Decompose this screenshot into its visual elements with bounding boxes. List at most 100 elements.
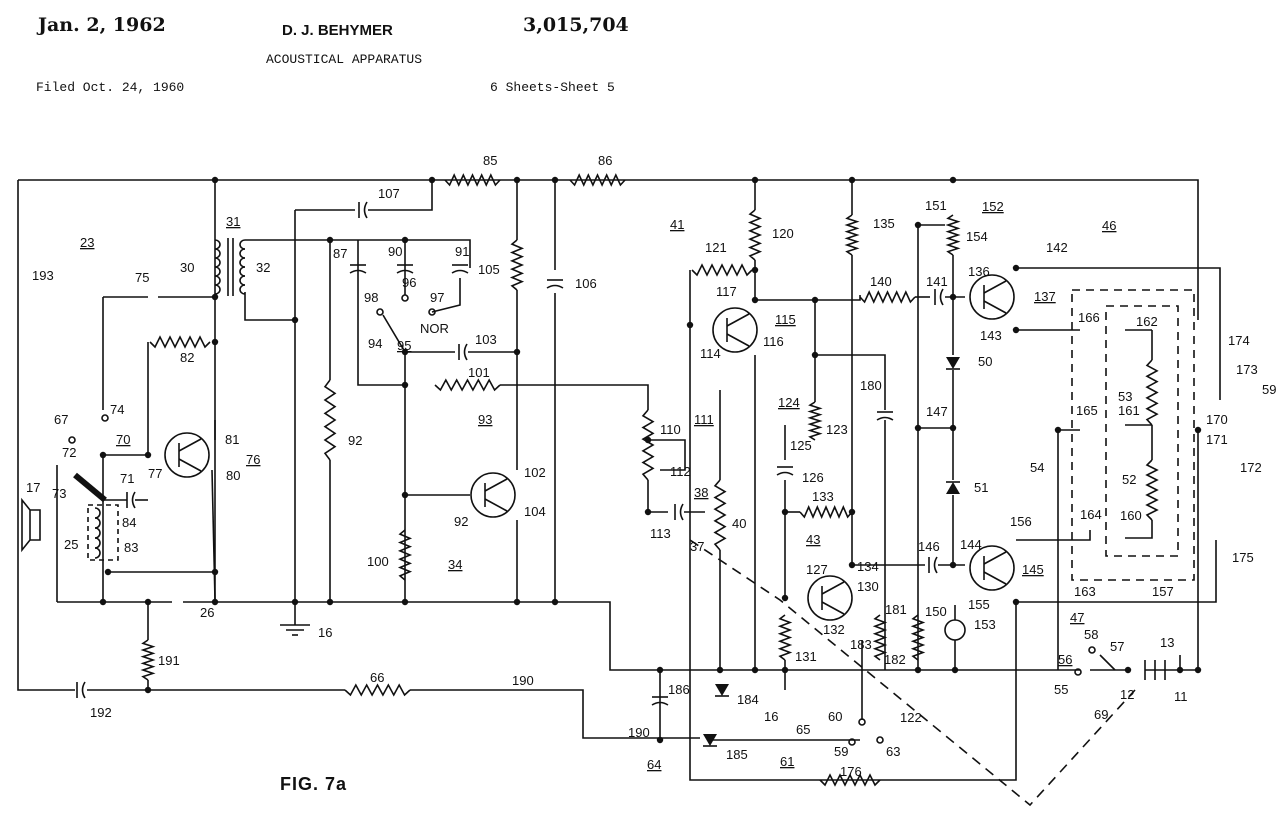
capacitor-plate	[939, 288, 944, 306]
wire	[647, 480, 668, 513]
reference-label-101: 101	[468, 365, 490, 380]
resistor	[777, 614, 793, 661]
reference-label-38: 38	[694, 485, 708, 500]
reference-label-103: 103	[475, 332, 497, 347]
wire	[755, 295, 861, 301]
resistor	[140, 639, 156, 681]
junction-dot	[848, 508, 856, 516]
reference-label-176: 176	[840, 764, 862, 779]
reference-label-171: 171	[1206, 432, 1228, 447]
reference-label-59: 59	[834, 744, 848, 759]
reference-label-121: 121	[705, 240, 727, 255]
reference-label-57: 57	[1110, 639, 1124, 654]
reference-label-114: 114	[700, 346, 721, 361]
reference-label-67: 67	[54, 412, 68, 427]
junction-dot	[326, 236, 334, 244]
resistor	[434, 378, 501, 392]
transistor-collector	[484, 478, 508, 492]
patent-number: 3,015,704	[523, 14, 629, 36]
reference-label-70: 70	[116, 432, 130, 447]
junction-dot	[811, 296, 819, 304]
junction-dot	[551, 598, 559, 606]
junction-dot	[781, 666, 789, 674]
wire	[1016, 530, 1091, 541]
reference-label-69: 69	[1094, 707, 1108, 722]
junction-dot	[211, 598, 219, 606]
wire	[18, 179, 1199, 320]
reference-label-190: 190	[628, 725, 650, 740]
junction-dot	[914, 424, 922, 432]
junction-dot	[211, 568, 219, 576]
reference-label-80: 80	[226, 468, 240, 483]
reference-label-117: 117	[716, 284, 737, 299]
switch-terminal	[1088, 646, 1096, 654]
resistor	[569, 173, 626, 187]
reference-label-98: 98	[364, 290, 378, 305]
diode	[946, 357, 960, 369]
transistor-collector	[726, 313, 750, 327]
junction-dot	[211, 293, 219, 301]
reference-label-77: 77	[148, 466, 162, 481]
coil-winding	[94, 537, 101, 549]
wire	[689, 325, 1017, 781]
reference-label-113: 113	[650, 526, 671, 541]
reference-label-111: 111	[694, 412, 714, 427]
junction-dot	[401, 236, 409, 244]
reference-label-102: 102	[524, 465, 546, 480]
reference-label-32: 32	[256, 260, 270, 275]
reference-label-191: 191	[158, 653, 180, 668]
junction-dot	[513, 348, 521, 356]
reference-label-63: 63	[886, 744, 900, 759]
resistor	[1145, 359, 1159, 426]
reference-label-144: 144	[960, 537, 982, 552]
reference-label-190: 190	[512, 673, 534, 688]
lamp-symbol	[944, 619, 966, 641]
junction-dot	[1054, 426, 1062, 434]
junction-dot	[291, 598, 299, 606]
reference-label-81: 81	[225, 432, 239, 447]
capacitor-plate	[679, 503, 684, 521]
reference-label-126: 126	[802, 470, 824, 485]
transistor-emitter	[726, 333, 750, 347]
reference-label-73: 73	[52, 486, 66, 501]
reference-label-141: 141	[926, 274, 948, 289]
reference-label-16: 16	[318, 625, 332, 640]
junction-dot	[211, 338, 219, 346]
wire	[648, 439, 686, 471]
junction-dot	[144, 451, 152, 459]
reference-label-37: 37	[690, 539, 704, 554]
reference-label-60: 60	[828, 709, 842, 724]
reference-label-180: 180	[860, 378, 882, 393]
junction-dot	[781, 594, 789, 602]
resistor	[844, 214, 860, 256]
reference-label-82: 82	[180, 350, 194, 365]
resistor	[641, 409, 655, 481]
wire	[815, 354, 886, 410]
junction-dot	[326, 598, 334, 606]
reference-label-124: 124	[778, 395, 800, 410]
junction-dot	[104, 568, 112, 576]
transistor-emitter	[983, 300, 1007, 314]
reference-label-173: 173	[1236, 362, 1258, 377]
reference-label-151: 151	[925, 198, 947, 213]
junction-dot	[656, 736, 664, 744]
diode	[715, 684, 729, 696]
transformer-winding	[239, 239, 246, 250]
reference-label-135: 135	[873, 216, 895, 231]
switch-terminal	[876, 736, 884, 744]
junction-dot	[656, 666, 664, 674]
reference-label-92: 92	[454, 514, 468, 529]
transistor-collector	[983, 280, 1007, 294]
reference-label-152: 152	[982, 199, 1004, 214]
reference-label-64: 64	[647, 757, 661, 772]
junction-dot	[401, 381, 409, 389]
reference-label-25: 25	[64, 537, 78, 552]
junction-dot	[716, 666, 724, 674]
reference-label-106: 106	[575, 276, 597, 291]
reference-label-134: 134	[857, 559, 879, 574]
junction-dot	[291, 316, 299, 324]
reference-label-137: 137	[1034, 289, 1056, 304]
reference-label-11: 11	[1174, 689, 1188, 704]
capacitor-plate	[131, 491, 136, 509]
